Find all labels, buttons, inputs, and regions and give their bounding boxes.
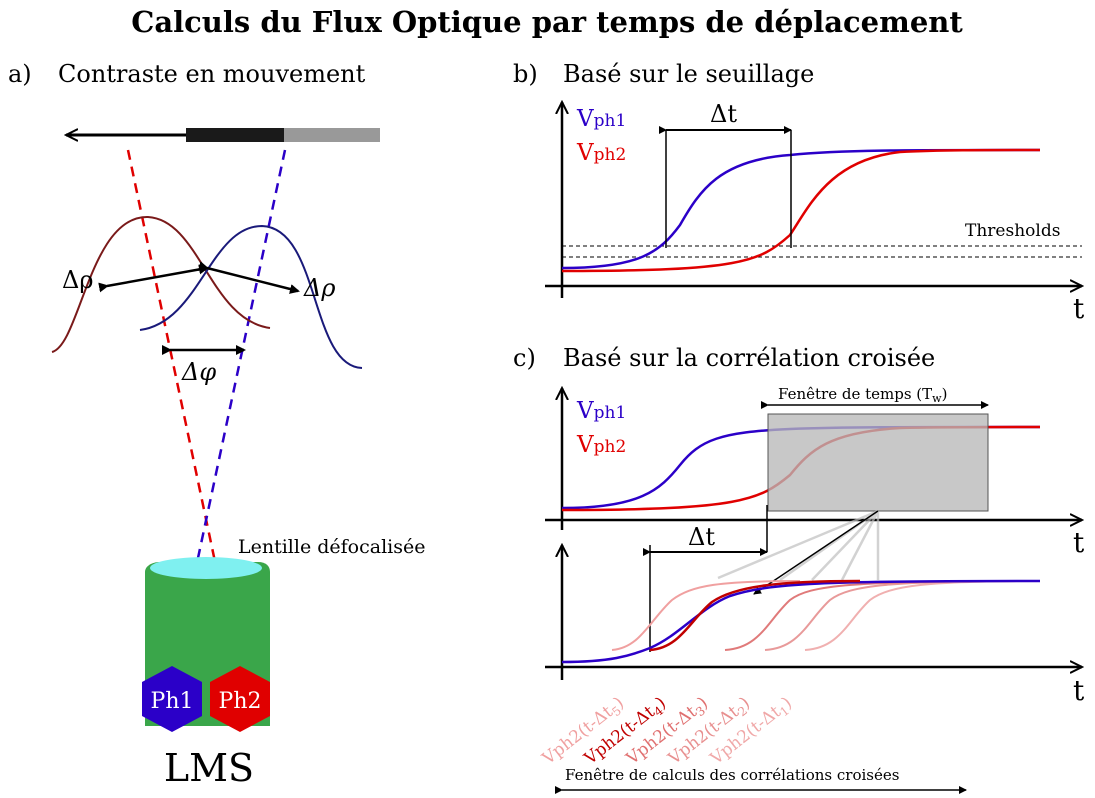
ph2-label: Ph2 xyxy=(219,689,262,714)
panel-c-vph2-label: Vph2 xyxy=(576,432,626,458)
panel-c-lower-vph1-curve xyxy=(561,579,1041,664)
panel-b-vph1-curve xyxy=(561,148,1041,270)
correlation-window-label: Fenêtre de calculs des corrélations croi… xyxy=(565,766,899,784)
delta-rho-right-label: Δρ xyxy=(303,274,335,302)
panel-a-label: a) xyxy=(8,60,32,88)
shifted-curve-1 xyxy=(804,580,1041,651)
panel-b-vph2-label: Vph2 xyxy=(576,140,626,166)
ph2-photodiode xyxy=(210,666,270,732)
delta-rho-left-label: Δρ xyxy=(62,266,93,294)
panel-c-lower-t-label: t xyxy=(1073,674,1085,707)
panel-a-heading: Contraste en mouvement xyxy=(58,60,366,88)
panel-c-heading: Basé sur la corrélation croisée xyxy=(563,344,935,372)
panel-c-delta-t-label: Δt xyxy=(688,523,715,551)
lens-label: Lentille défocalisée xyxy=(238,536,426,558)
delta-rho-arrow-left xyxy=(98,264,209,293)
shifted-labels: Vph2(t-Δt5) Vph2(t-Δt4) Vph2(t-Δt3) Vph2… xyxy=(538,693,796,769)
panel-b-delta-t-label: Δt xyxy=(710,100,737,128)
panel-b: b) Basé sur le seuillage t Vph1 Vph2 Thr… xyxy=(513,60,1085,325)
panel-b-vph2-curve xyxy=(561,148,1041,273)
shifted-curve-4 xyxy=(649,579,861,652)
delta-rho-arrow-right xyxy=(198,261,300,294)
contrast-bar-dark xyxy=(186,128,284,142)
time-window-label: Fenêtre de temps (Tw) xyxy=(778,385,947,405)
panel-b-t-label: t xyxy=(1073,292,1085,325)
delta-phi-label: Δφ xyxy=(181,358,216,386)
sensor-label: LMS xyxy=(164,746,254,790)
diagram-title: Calculs du Flux Optique par temps de dép… xyxy=(131,5,963,39)
ph1-label: Ph1 xyxy=(151,689,194,714)
panel-a: a) Contraste en mouvement Δρ Δρ Δφ Lenti… xyxy=(8,60,426,790)
panel-c-upper-t-label: t xyxy=(1073,526,1085,559)
window-projections xyxy=(717,509,880,582)
time-window-box xyxy=(767,413,989,512)
shifted-curve-3 xyxy=(724,580,1041,651)
panel-b-heading: Basé sur le seuillage xyxy=(563,60,814,88)
panel-c: c) Basé sur la corrélation croisée t Vph… xyxy=(513,344,1085,794)
ph2-sensitivity-curve xyxy=(51,215,271,353)
panel-c-vph1-label: Vph1 xyxy=(576,398,626,424)
panel-c-label: c) xyxy=(513,344,536,372)
panel-b-vph1-label: Vph1 xyxy=(576,106,626,132)
thresholds-label: Thresholds xyxy=(965,221,1060,241)
ph1-photodiode xyxy=(142,666,202,732)
panel-b-label: b) xyxy=(513,60,538,88)
defocused-lens xyxy=(150,557,262,579)
shifted-curve-5 xyxy=(611,580,801,651)
contrast-bar-light xyxy=(284,128,380,142)
ph1-sensitivity-curve xyxy=(139,224,363,369)
window-correlation-pointer xyxy=(753,510,879,595)
